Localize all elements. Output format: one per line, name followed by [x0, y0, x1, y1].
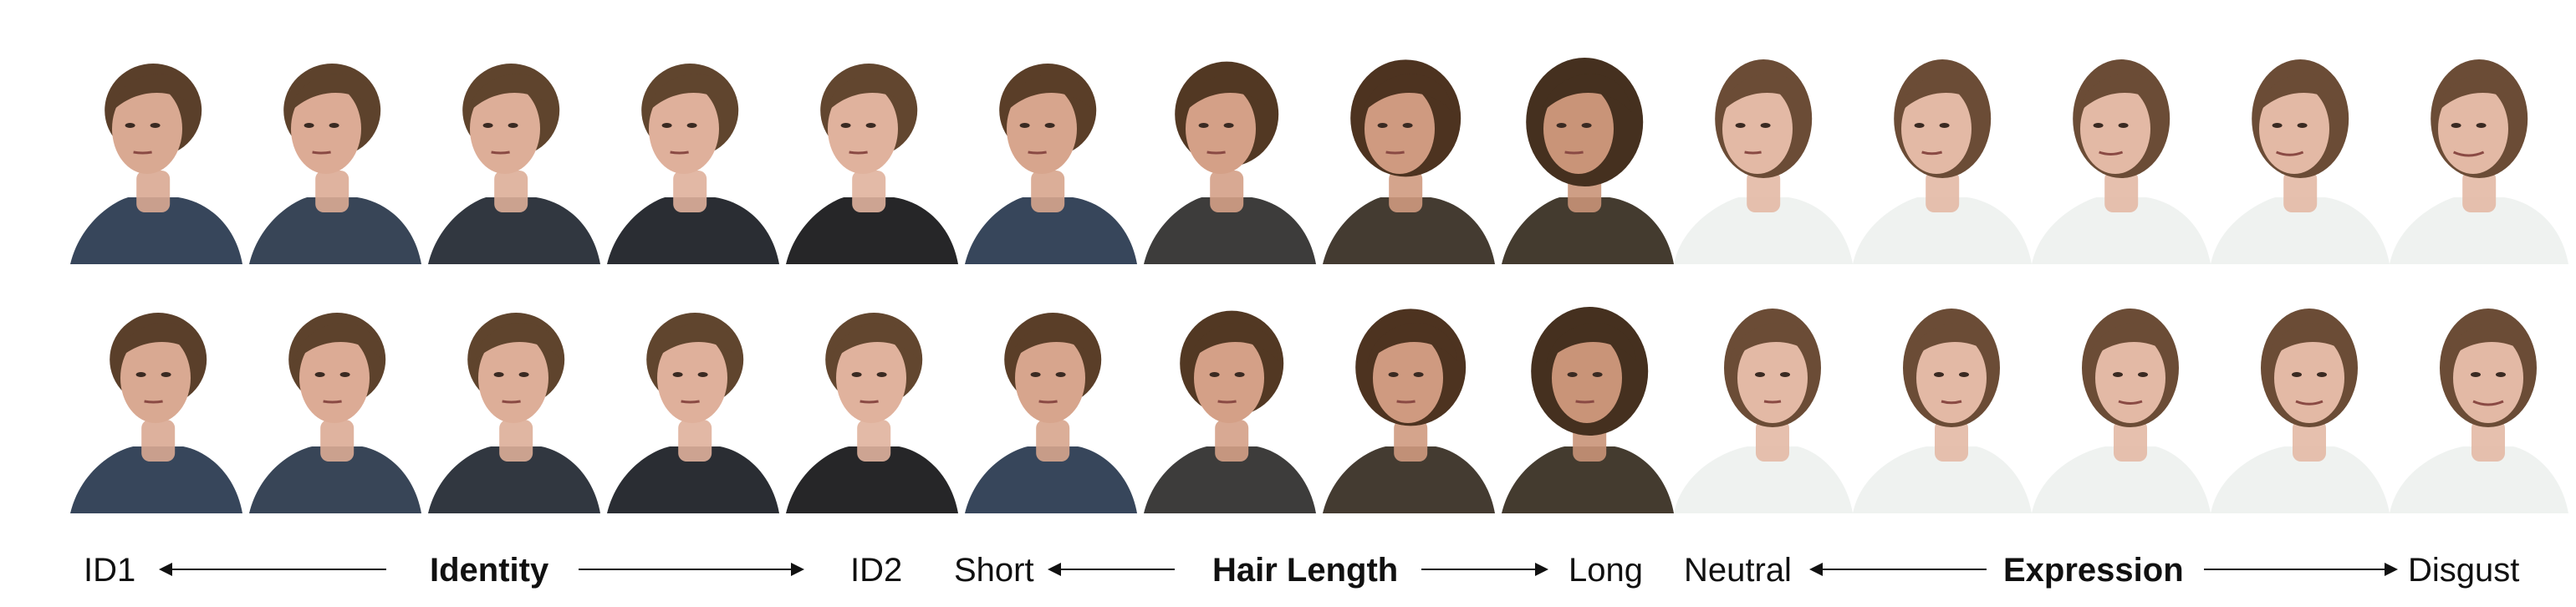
face-render	[1495, 30, 1676, 264]
expression-left-label: Neutral	[1684, 552, 1792, 589]
hair-right-arrow	[1421, 563, 1548, 576]
expression-axis-title: Expression	[2003, 552, 2184, 589]
face-render	[1316, 279, 1497, 513]
identity-left-label: ID1	[84, 552, 136, 589]
face-render	[1137, 279, 1318, 513]
hair-axis-title: Hair Length	[1212, 552, 1399, 589]
face-render	[1316, 30, 1497, 264]
hair-left-label: Short	[954, 552, 1034, 589]
face-render	[421, 30, 602, 264]
expression-right-arrow	[2204, 563, 2398, 576]
face-render	[1674, 30, 1854, 264]
face-render	[2390, 279, 2570, 513]
axis-labels: ID1 Identity ID2 Short Hair Length Long …	[0, 535, 2576, 602]
face-render	[242, 279, 423, 513]
face-render	[1853, 30, 2033, 264]
face-render	[1495, 279, 1676, 513]
hair-right-label: Long	[1569, 552, 1643, 589]
face-render	[600, 30, 781, 264]
face-render	[2211, 279, 2391, 513]
face-render	[958, 30, 1139, 264]
face-render	[64, 279, 244, 513]
face-render	[64, 30, 244, 264]
identity-left-arrow	[159, 563, 386, 576]
face-render	[1853, 279, 2033, 513]
expression-right-label: Disgust	[2408, 552, 2520, 589]
identity-right-arrow	[579, 563, 804, 576]
face-render	[2032, 30, 2212, 264]
face-render	[2390, 30, 2570, 264]
expression-left-arrow	[1809, 563, 1987, 576]
face-render	[958, 279, 1139, 513]
face-render	[779, 279, 960, 513]
face-render	[1137, 30, 1318, 264]
identity-right-label: ID2	[850, 552, 903, 589]
face-render	[600, 279, 781, 513]
face-render	[779, 30, 960, 264]
face-render	[2211, 30, 2391, 264]
face-image-grid	[64, 30, 2570, 513]
face-render	[421, 279, 602, 513]
face-render	[1674, 279, 1854, 513]
identity-axis-title: Identity	[430, 552, 549, 589]
face-render	[2032, 279, 2212, 513]
hair-left-arrow	[1048, 563, 1175, 576]
face-render	[242, 30, 423, 264]
